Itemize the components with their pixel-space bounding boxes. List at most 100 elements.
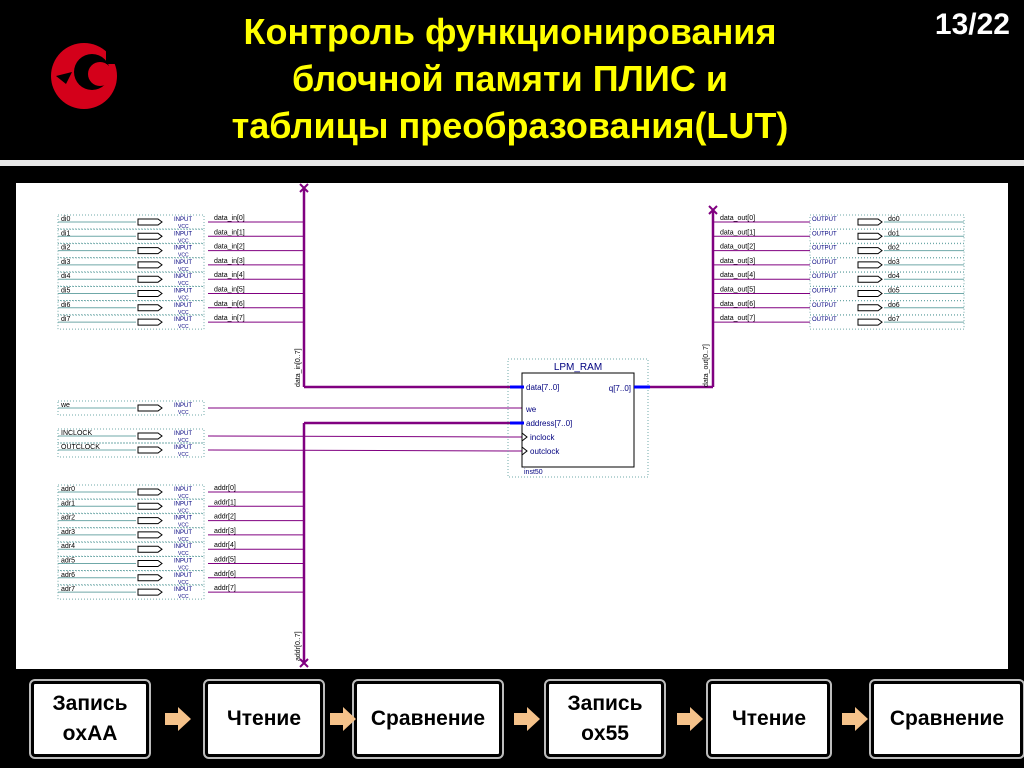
input-pin-di2-pin-symbol bbox=[137, 247, 163, 255]
net-label-addr-3: addr[3] bbox=[214, 528, 236, 535]
input-pin-di6-label: di6 bbox=[61, 302, 70, 309]
input-pin-di7-pin-type: INPUT bbox=[174, 317, 192, 323]
title-line-2: блочной памяти ПЛИС и bbox=[292, 58, 728, 99]
title-line-3: таблицы преобразования(LUT) bbox=[231, 105, 789, 146]
input-pin-outclock-label: OUTCLOCK bbox=[61, 444, 100, 451]
input-pin-adr5-pin-type: INPUT bbox=[174, 559, 192, 565]
input-pin-di7-label: di7 bbox=[61, 316, 70, 323]
net-label-data-in-2: data_in[2] bbox=[214, 244, 245, 251]
input-pin-outclock-pin-type: INPUT bbox=[174, 445, 192, 451]
lpm-ram-port-0: data[7..0] bbox=[526, 383, 559, 392]
net-label-data-out-1: data_out[1] bbox=[720, 229, 755, 236]
arrow-right-icon bbox=[330, 707, 356, 731]
arrow-shape bbox=[842, 707, 868, 731]
net-label-data-in-1: data_in[1] bbox=[214, 229, 245, 236]
step-box-compare-1: Сравнение bbox=[352, 679, 504, 759]
input-pin-adr0-pin-symbol bbox=[137, 488, 163, 496]
page-number: 13/22 bbox=[934, 8, 1010, 41]
input-pin-di6-pin-vcc: VCC bbox=[178, 310, 189, 316]
slide-header: Контроль функционирования блочной памяти… bbox=[0, 0, 1024, 160]
input-pin-adr1-pin-vcc: VCC bbox=[178, 508, 189, 514]
input-pin-adr5-pin-vcc: VCC bbox=[178, 566, 189, 572]
output-pin-do3-pin-type: OUTPUT bbox=[812, 260, 837, 266]
lpm-ram-port-q: q[7..0] bbox=[609, 384, 631, 393]
step-box-write-55: Запись ox55 bbox=[544, 679, 666, 759]
input-pin-di3-pin-vcc: VCC bbox=[178, 267, 189, 273]
output-pin-do5-pin-symbol bbox=[857, 290, 883, 297]
net-label-data-in-0: data_in[0] bbox=[214, 215, 245, 222]
net-label-addr-1: addr[1] bbox=[214, 499, 236, 506]
input-pin-inclock-pin-type: INPUT bbox=[174, 431, 192, 437]
net-label-data-out-0: data_out[0] bbox=[720, 215, 755, 222]
lpm-ram-body bbox=[521, 372, 635, 468]
lpm-ram-port-4: outclock bbox=[530, 447, 560, 456]
arrow-right-icon bbox=[514, 707, 540, 731]
output-pin-do5-label: do5 bbox=[888, 288, 900, 295]
input-pin-di4-pin-vcc: VCC bbox=[178, 281, 189, 287]
input-pin-inclock-pin-symbol bbox=[137, 432, 163, 440]
input-pin-adr1-pin-type: INPUT bbox=[174, 501, 192, 507]
clock-triangle-4 bbox=[521, 446, 528, 456]
lpm-ram-title: LPM_RAM bbox=[554, 362, 602, 373]
output-pin-do0-pin-symbol bbox=[857, 218, 883, 226]
net-label-data-out-4: data_out[4] bbox=[720, 272, 755, 279]
title-line-1: Контроль функционирования bbox=[243, 11, 777, 52]
input-pin-di6-pin-type: INPUT bbox=[174, 303, 192, 309]
input-pin-adr3-pin-vcc: VCC bbox=[178, 537, 189, 543]
input-pin-adr5-pin-symbol bbox=[137, 560, 163, 567]
input-pin-di7-pin-symbol bbox=[137, 318, 163, 326]
arrow-right-icon bbox=[842, 707, 868, 731]
input-pin-adr0-label: adr0 bbox=[61, 486, 75, 493]
step-box-write-aa: Запись oxAA bbox=[29, 679, 151, 759]
input-pin-adr2-pin-vcc: VCC bbox=[178, 523, 189, 529]
input-pin-adr1-label: adr1 bbox=[61, 500, 75, 507]
input-pin-we-pin-symbol bbox=[137, 404, 163, 412]
output-pin-do3-label: do3 bbox=[888, 259, 900, 266]
input-pin-adr1-pin-symbol bbox=[137, 502, 163, 510]
input-pin-adr3-pin-type: INPUT bbox=[174, 530, 192, 536]
net-label-data-in-4: data_in[4] bbox=[214, 272, 245, 279]
input-pin-adr0-pin-type: INPUT bbox=[174, 487, 192, 493]
net-label-addr-6: addr[6] bbox=[214, 571, 236, 578]
net-label-data-in-7: data_in[7] bbox=[214, 315, 245, 322]
output-pin-do7-pin-type: OUTPUT bbox=[812, 317, 837, 323]
input-pin-adr2-label: adr2 bbox=[61, 515, 75, 522]
input-pin-we-pin-vcc: VCC bbox=[178, 410, 189, 416]
input-pin-outclock-pin-vcc: VCC bbox=[178, 452, 189, 458]
input-pin-di3-pin-symbol bbox=[137, 261, 163, 269]
input-pin-adr6-pin-type: INPUT bbox=[174, 573, 192, 579]
input-pin-adr7-pin-type: INPUT bbox=[174, 587, 192, 593]
input-pin-inclock-label: INCLOCK bbox=[61, 430, 92, 437]
net-label-data-in-5: data_in[5] bbox=[214, 287, 245, 294]
input-pin-di0-pin-type: INPUT bbox=[174, 217, 192, 223]
lpm-ram-port-1: we bbox=[525, 405, 537, 414]
output-pin-do2-label: do2 bbox=[888, 245, 900, 252]
input-pin-adr6-label: adr6 bbox=[61, 572, 75, 579]
net-label-data-out-6: data_out[6] bbox=[720, 301, 755, 308]
output-pin-do4-pin-symbol bbox=[857, 275, 883, 283]
bus-end-marker-addr bbox=[299, 658, 309, 668]
output-pin-do6-label: do6 bbox=[888, 302, 900, 309]
arrow-shape bbox=[330, 707, 356, 731]
output-pin-do6-pin-type: OUTPUT bbox=[812, 303, 837, 309]
input-pin-di0-label: di0 bbox=[61, 216, 70, 223]
slide-title: Контроль функционирования блочной памяти… bbox=[150, 8, 870, 149]
clock-triangle-3 bbox=[521, 432, 528, 442]
net-label-addr-4: addr[4] bbox=[214, 542, 236, 549]
output-pin-do4-pin-type: OUTPUT bbox=[812, 274, 837, 280]
net-label-addr-2: addr[2] bbox=[214, 514, 236, 521]
lpm-ram-port-3: inclock bbox=[530, 433, 555, 442]
input-pin-di4-label: di4 bbox=[61, 273, 70, 280]
input-pin-di1-pin-vcc: VCC bbox=[178, 238, 189, 244]
input-pin-di1-pin-symbol bbox=[137, 232, 163, 240]
lpm-ram-port-2: address[7..0] bbox=[526, 419, 572, 428]
input-pin-di0-pin-symbol bbox=[137, 218, 163, 226]
lpm-ram-frame bbox=[507, 358, 649, 478]
net-label-data-out-3: data_out[3] bbox=[720, 258, 755, 265]
input-pin-di5-label: di5 bbox=[61, 288, 70, 295]
arrow-shape bbox=[677, 707, 703, 731]
input-pin-adr4-pin-symbol bbox=[137, 545, 163, 553]
input-pin-di5-pin-symbol bbox=[137, 290, 163, 297]
input-pin-di2-pin-vcc: VCC bbox=[178, 253, 189, 259]
